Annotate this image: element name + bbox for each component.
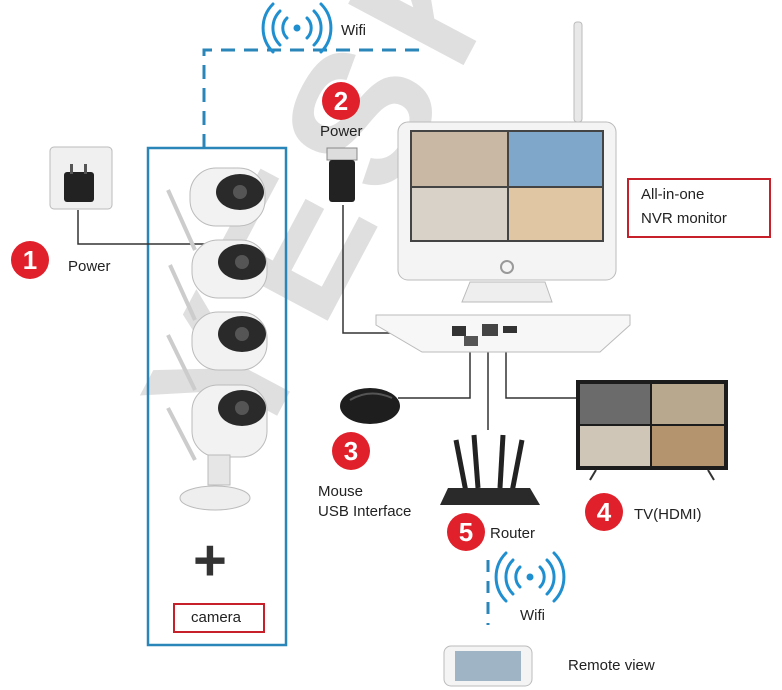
nvr-label-box: All-in-one NVR monitor [627, 178, 771, 238]
tv-label: TV(HDMI) [634, 506, 702, 523]
phone-icon [443, 645, 533, 687]
usb-cable-mouse [398, 345, 471, 399]
step-badge-3: 3 [332, 432, 370, 470]
wifi-icon [494, 551, 566, 603]
camera-icon [166, 384, 268, 511]
power-plug-icon [49, 146, 113, 210]
remote-view-label: Remote view [568, 657, 655, 674]
camera-icon [166, 311, 268, 391]
mouse-icon [340, 388, 400, 424]
wifi-label-bottom: Wifi [520, 607, 545, 624]
power-adapter-icon [326, 147, 358, 202]
power-cable-cameras [77, 210, 210, 245]
camera-icon [168, 239, 268, 321]
camera-label: camera [191, 609, 242, 626]
tv-icon [576, 380, 728, 481]
camera-frame [146, 146, 288, 647]
step-badge-2: 2 [322, 82, 360, 120]
router-icon [440, 434, 540, 505]
nvr-label-line1: All-in-one [641, 186, 705, 203]
step-badge-5: 5 [447, 513, 485, 551]
wifi-dashed-link [202, 48, 420, 148]
step-badge-1: 1 [11, 241, 49, 279]
wifi-label-top: Wifi [341, 22, 366, 39]
router-label: Router [490, 525, 536, 542]
usb-interface-label: USB Interface [318, 503, 412, 520]
power-label-left: Power [68, 258, 111, 275]
step-badge-4: 4 [585, 493, 623, 531]
camera-icon [166, 167, 266, 251]
plus-sign: + [193, 528, 227, 593]
wifi-icon [261, 2, 333, 54]
hdmi-cable-tv [505, 345, 578, 399]
nvr-label-line2: NVR monitor [641, 210, 727, 227]
camera-label-box: camera [173, 603, 265, 633]
mouse-label: Mouse [318, 483, 364, 500]
power-label-top: Power [320, 123, 363, 140]
nvr-monitor-icon [375, 21, 631, 353]
